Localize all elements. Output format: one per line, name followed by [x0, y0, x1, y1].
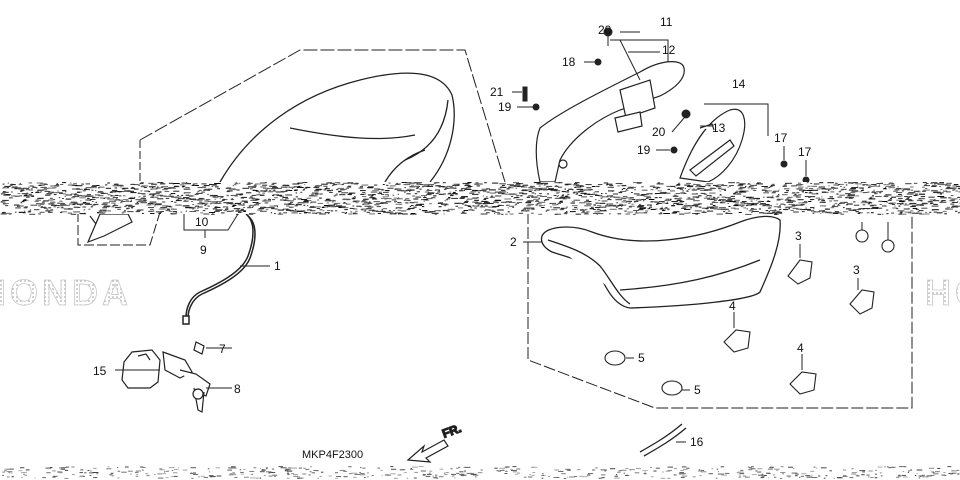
rubber-pads	[604, 229, 895, 396]
callout-2: 2	[510, 235, 517, 249]
callout-11: 11	[660, 15, 673, 29]
callout-14: 14	[732, 77, 746, 91]
callout-17: 18	[562, 55, 576, 69]
callout-18: 19	[498, 100, 512, 114]
bracket-11-12	[610, 39, 669, 81]
seat-assembly-outline	[77, 49, 506, 246]
grab-rail	[535, 61, 685, 183]
rear-seat	[540, 215, 781, 309]
callout-3: 3	[853, 263, 860, 277]
front-marker-label: FR.	[440, 421, 463, 441]
callout-5: 5	[694, 383, 701, 397]
callout-5: 5	[638, 351, 645, 365]
callout-12: 12	[662, 43, 676, 57]
callout-1: 1	[274, 259, 281, 273]
callout-17: 19	[637, 143, 651, 157]
watermark-text: HONDA	[925, 272, 960, 313]
watermark-left: HONDA	[0, 272, 132, 314]
callout-16: 16	[690, 435, 704, 449]
scan-noise-band	[0, 182, 960, 479]
callout-20: 20	[652, 125, 666, 139]
watermark-text: HONDA	[0, 272, 132, 313]
callout-19: 17	[774, 131, 788, 145]
callout-4: 4	[729, 299, 736, 313]
seat-bracket	[86, 213, 133, 244]
bracket-14	[704, 103, 769, 136]
callout-4: 4	[797, 341, 804, 355]
seat-cable	[182, 213, 256, 325]
callout-nine: 7	[219, 342, 226, 356]
watermark-right: HONDA	[925, 272, 960, 314]
callout-21: 21	[490, 85, 504, 99]
callout-15: 15	[93, 364, 107, 378]
bracket-8-7	[183, 212, 239, 238]
hose	[639, 423, 687, 457]
callout-7: 9	[200, 243, 207, 257]
seat-lock	[121, 341, 211, 413]
front-arrow: FR.	[406, 420, 464, 463]
seat-cover	[219, 72, 455, 183]
seat-panel-outline	[527, 212, 913, 409]
callout-leaders	[512, 31, 889, 443]
callout-19: 17	[798, 145, 812, 159]
callout-10: 8	[234, 382, 241, 396]
rear-cover	[679, 108, 746, 183]
callout-8: 10	[195, 215, 209, 229]
callout-13: 13	[712, 121, 726, 135]
diagram-code: MKP4F2300	[302, 449, 363, 461]
callout-20: 20	[598, 23, 612, 37]
callout-3: 3	[795, 229, 802, 243]
bolt-group	[522, 27, 810, 184]
